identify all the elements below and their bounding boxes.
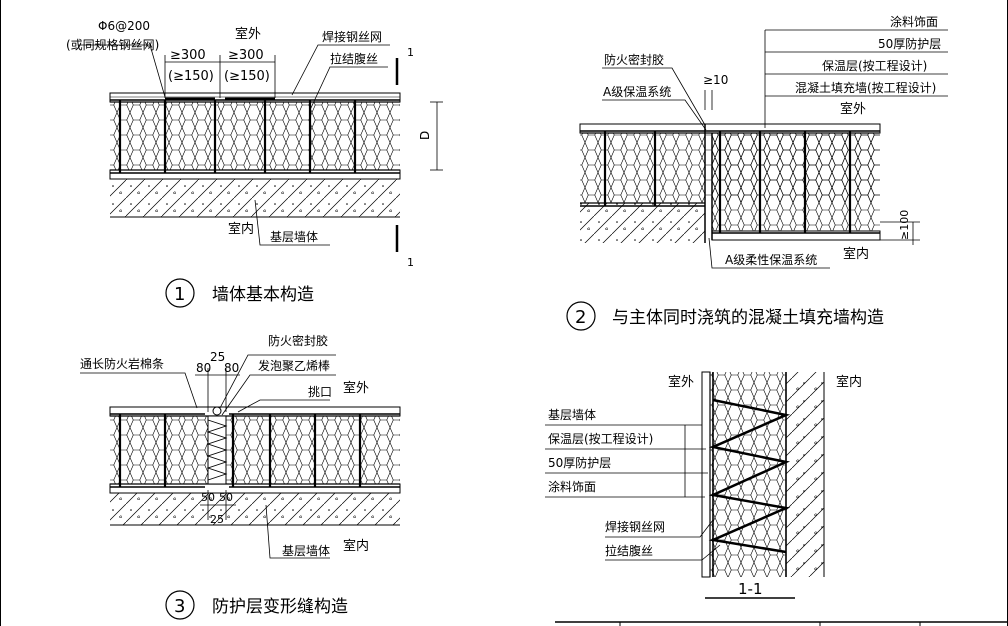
detail-2-concrete-infill — [566, 29, 948, 331]
insulation-layer-label: 保温层(按工程设计) — [548, 431, 653, 446]
interior-label: 室内 — [343, 538, 369, 554]
insulation-layer-label: 保温层(按工程设计) — [822, 58, 927, 73]
detail-3-title: 防护层变形缝构造 — [212, 597, 348, 617]
dim-25-bottom: 25 — [210, 513, 224, 526]
exterior-label: 室外 — [840, 101, 866, 117]
callout-number-3: 3 — [174, 596, 185, 617]
weld-mesh-label: 焊接钢丝网 — [322, 29, 382, 44]
protect-layer-label: 50厚防护层 — [878, 36, 941, 51]
fire-sealant-label: 防火密封胶 — [268, 333, 328, 348]
section-mark-top: 1 — [407, 46, 414, 59]
base-wall-label: 基层墙体 — [270, 230, 318, 244]
callout-number-1: 1 — [174, 284, 185, 305]
base-wall-label: 基层墙体 — [548, 408, 596, 422]
drip-edge-label: 挑口 — [308, 385, 332, 399]
gap-dimension: ≥10 — [703, 73, 728, 87]
dim-b-top: ≥300 — [228, 48, 264, 63]
fire-sealant-label: 防火密封胶 — [604, 52, 664, 67]
dim-a-top: ≥300 — [170, 48, 206, 63]
exterior-label: 室外 — [668, 374, 694, 390]
callout-number-2: 2 — [575, 307, 586, 328]
dim-b-bottom: (≥150) — [224, 69, 270, 84]
detail-3-deformation-joint — [80, 354, 401, 620]
dim-25-top: 25 — [210, 350, 225, 364]
tie-wire-label: 拉结腹丝 — [605, 543, 653, 558]
paint-finish-label: 涂料饰面 — [548, 479, 596, 494]
detail-1-title: 墙体基本构造 — [212, 285, 314, 305]
section-mark-bottom: 1 — [407, 256, 414, 269]
a-class-system-label: A级保温系统 — [603, 85, 671, 99]
rebar-spec-label: Φ6@200 — [98, 19, 150, 33]
paint-finish-label: 涂料饰面 — [890, 14, 938, 29]
dim-80-left: 80 — [196, 361, 211, 375]
dim-50-left: 50 — [201, 491, 215, 504]
interior-label: 室内 — [836, 374, 862, 390]
detail-1-basic-wall — [78, 44, 443, 308]
rockwool-strip-label: 通长防火岩棉条 — [80, 356, 164, 371]
dim-50-right: 50 — [219, 491, 233, 504]
flex-system-label: A级柔性保温系统 — [725, 253, 817, 267]
dim-80-right: 80 — [224, 361, 239, 375]
interior-label: 室内 — [228, 221, 254, 237]
foam-rod-label: 发泡聚乙烯棒 — [258, 358, 330, 373]
dim-a-bottom: (≥150) — [168, 69, 214, 84]
exterior-label: 室外 — [235, 26, 261, 42]
tie-wire-label: 拉结腹丝 — [330, 51, 378, 66]
weld-mesh-label: 焊接钢丝网 — [605, 519, 665, 534]
detail-2-title: 与主体同时浇筑的混凝土填充墙构造 — [612, 308, 884, 328]
protect-layer-label: 50厚防护层 — [548, 455, 611, 470]
rebar-alt-label: (或同规格钢丝网) — [66, 37, 159, 52]
interior-label: 室内 — [843, 246, 869, 262]
base-wall-label: 基层墙体 — [282, 544, 330, 558]
section-title: 1-1 — [738, 580, 763, 598]
detail-4-section-1-1 — [545, 371, 825, 599]
thickness-symbol: D — [418, 131, 432, 140]
concrete-fill-label: 混凝土填充墙(按工程设计) — [795, 80, 936, 95]
dim-100: ≥100 — [898, 210, 911, 240]
exterior-label: 室外 — [343, 380, 369, 396]
